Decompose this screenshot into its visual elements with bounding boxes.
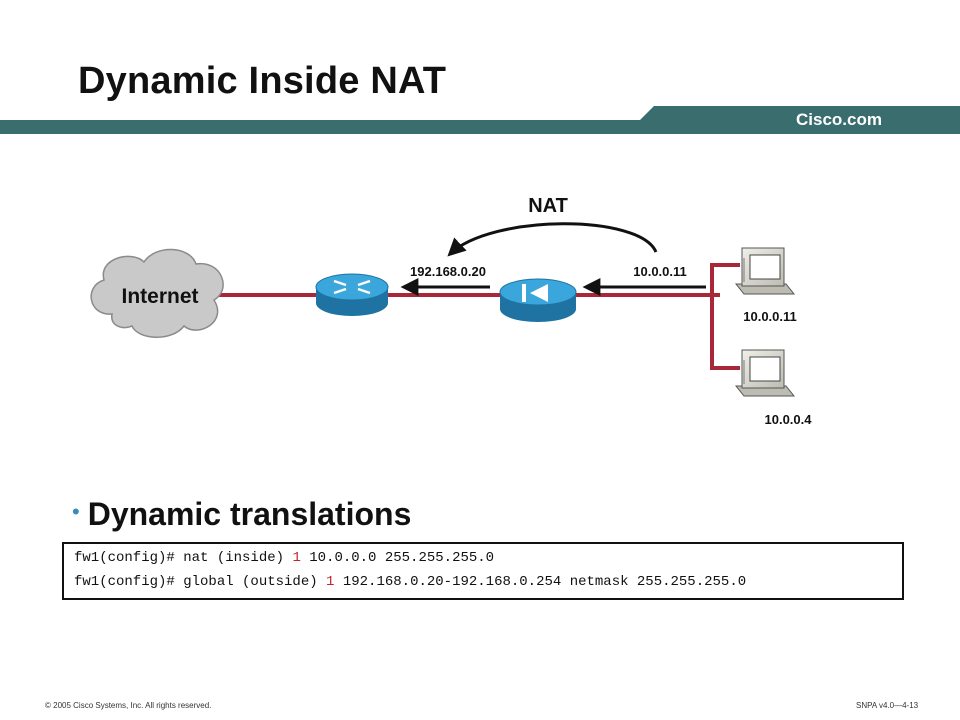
cloud-label: Internet — [121, 285, 198, 308]
code-line-2-command: fw1(config)# global (outside) — [74, 574, 327, 590]
nat-arrow — [447, 222, 658, 257]
outside-address-label: 192.168.0.20 — [410, 264, 486, 279]
bullet-icon: • — [72, 498, 80, 524]
workstation-icon — [734, 349, 796, 397]
router-icon — [315, 273, 389, 316]
slide-number-footer: SNPA v4.0—4-13 — [856, 701, 919, 710]
cloud-icon — [90, 248, 224, 338]
title-bar — [0, 106, 960, 134]
code-line-1-nat-id: 1 — [292, 550, 301, 566]
host1-address-label: 10.0.0.11 — [743, 309, 797, 324]
bullet-heading: Dynamic translations — [87, 496, 412, 532]
copyright-footer: © 2005 Cisco Systems, Inc. All rights re… — [45, 701, 212, 710]
inside-address-label: 10.0.0.11 — [633, 264, 687, 279]
code-line-2: fw1(config)# global (outside) 1 192.168.… — [74, 574, 746, 590]
code-line-1: fw1(config)# nat (inside) 1 10.0.0.0 255… — [74, 550, 494, 566]
slide-title: Dynamic Inside NAT — [78, 60, 447, 102]
cisco-logo: Cisco.com — [796, 110, 882, 129]
code-line-1-command: fw1(config)# nat (inside) — [74, 550, 293, 566]
host2-address-label: 10.0.0.4 — [765, 412, 813, 427]
code-line-2-args: 192.168.0.20-192.168.0.254 netmask 255.2… — [334, 574, 747, 590]
bullet-item: • Dynamic translations — [72, 496, 411, 533]
config-code-box: fw1(config)# nat (inside) 1 10.0.0.0 255… — [62, 542, 904, 600]
code-line-1-args: 10.0.0.0 255.255.255.0 — [300, 550, 495, 566]
firewall-icon — [499, 278, 577, 322]
workstation-icon — [734, 247, 796, 295]
code-line-2-nat-id: 1 — [326, 574, 335, 590]
network-links — [210, 263, 740, 370]
nat-label: NAT — [528, 195, 568, 217]
